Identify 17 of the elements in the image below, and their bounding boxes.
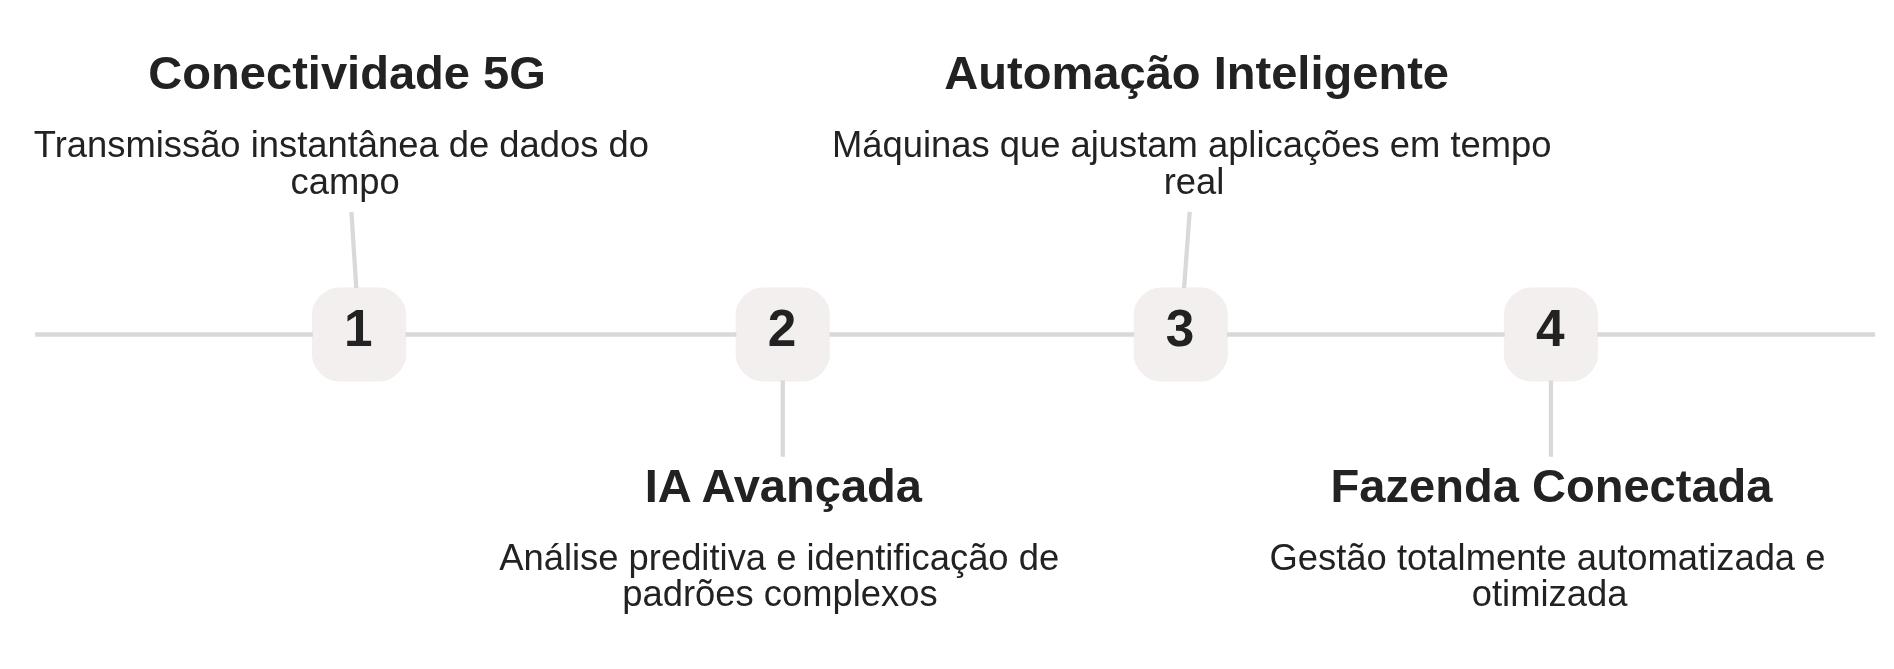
node-text: IA Avançada Análise preditiva e identificação de padrões complexos [499,458,1060,615]
node-text: Automação Inteligente Máquinas que ajustam aplicações em tempo real [831,45,1552,202]
node-box: 4 [1503,287,1599,382]
connector [1227,332,1505,337]
node-text: Fazenda Conectada Gestão totalmente automatizada e otimizada [1269,458,1826,615]
connector [1548,380,1554,457]
connector [829,332,1135,337]
node-box: 3 [1133,287,1228,382]
node-box: 1 [312,287,407,382]
connector [35,332,313,337]
node-box: 2 [735,287,830,382]
connector [780,380,785,457]
connector [349,211,359,289]
connector [1181,211,1192,289]
connector [1597,332,1876,337]
node-text: Conectividade 5G Transmissão instantânea de dados do campo [33,45,649,202]
connector [405,332,737,337]
